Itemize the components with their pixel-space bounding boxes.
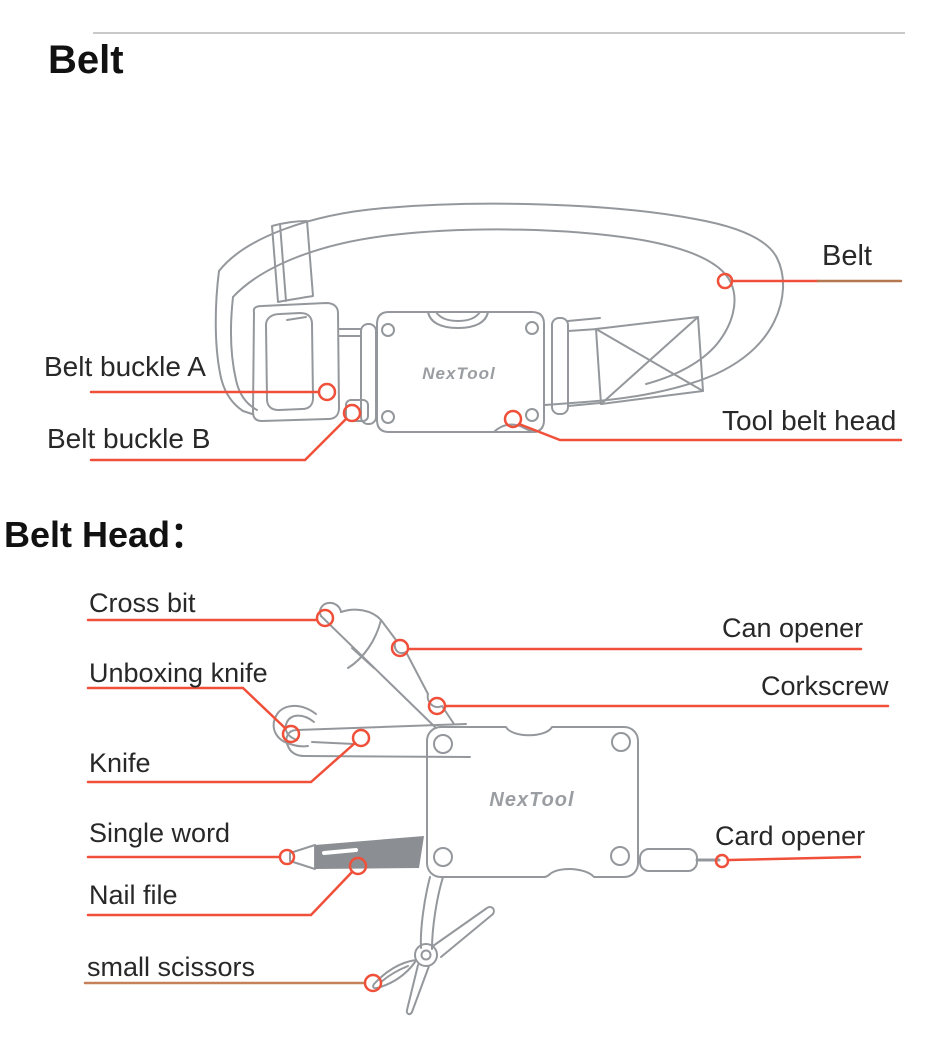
belt-callouts: [89, 272, 903, 462]
callout-circle-buckle-a: [317, 382, 337, 402]
tool-head-illustration: [272, 601, 721, 1016]
callout-circle-can-opener: [390, 638, 410, 658]
belt-buckle-a-tab: [286, 316, 307, 321]
knife-blade-bottom: [287, 745, 471, 758]
callout-circle-small-scissors: [363, 973, 383, 993]
belt-head-section-title: Belt Head：: [4, 514, 207, 555]
label-cross-bit: Cross bit: [89, 588, 196, 618]
callout-circle-card-opener: [714, 853, 730, 869]
scissors-arm-right: [431, 876, 444, 950]
label-belt-buckle-b: Belt buckle B: [47, 423, 211, 454]
label-unboxing-knife: Unboxing knife: [89, 658, 268, 688]
belt-illustration: [214, 202, 785, 433]
scissors-pivot-inner: [420, 949, 432, 961]
nail-file-slot: [322, 848, 358, 855]
strap-stub-top2: [567, 328, 599, 332]
top-divider-line: [93, 32, 905, 34]
tool-plate-top-notch-inner: [435, 311, 481, 322]
card-opener-stick: [639, 848, 698, 872]
can-opener-fin: [340, 608, 382, 669]
tool-screw-top-right: [611, 732, 631, 752]
strap-stub-top1: [567, 317, 601, 322]
callout-line-buckle-b: [89, 417, 348, 462]
tool-screw-top-left: [433, 734, 453, 754]
callout-circle-knife: [351, 728, 371, 748]
callout-line-nail-file: [86, 870, 354, 917]
label-single-word: Single word: [89, 818, 231, 848]
tool-head-callouts: [83, 608, 890, 993]
belt-keeper-inner-line: [279, 223, 287, 302]
tool-arm-left-edge: [320, 615, 437, 729]
strap-stub-bottom: [567, 402, 601, 407]
belt-band-left-inner: [230, 296, 258, 411]
belt-x-patch-diag2: [600, 316, 699, 405]
nextool-logo-belt: NexTool: [422, 364, 496, 383]
callout-circle-single-word: [278, 848, 296, 866]
callout-line-tool-belt-head: [517, 422, 903, 442]
belt-buckle-a-outer: [252, 302, 340, 422]
belt-band-outer: [218, 202, 785, 406]
scissors-closed-blade: [405, 964, 430, 1016]
belt-buckle-b-latch: [345, 399, 369, 422]
scissors-leaf-blade: [372, 959, 417, 990]
label-can-opener: Can opener: [722, 613, 864, 643]
plate-screw-bottom-right: [525, 408, 539, 422]
callout-line-unboxing-knife: [86, 686, 287, 730]
label-tool-belt-head: Tool belt head: [722, 405, 897, 436]
belt-buckle-a-inner: [265, 312, 314, 411]
tool-arm-slit: [351, 647, 375, 669]
belt-band-inner: [232, 228, 736, 385]
callout-circle-unboxing-knife: [281, 724, 301, 744]
label-small-scissors: small scissors: [87, 952, 256, 982]
label-belt-buckle-a: Belt buckle A: [44, 351, 206, 382]
scissors-open-blade: [432, 905, 495, 958]
tool-screw-bottom-right: [610, 846, 630, 866]
label-card-opener: Card opener: [715, 821, 866, 851]
callout-line-knife: [86, 741, 357, 784]
tool-plate-top-notch-outer: [427, 311, 489, 329]
plate-right-rail: [551, 317, 569, 415]
belt-section-title: Belt: [48, 38, 124, 82]
callout-line-card-opener: [727, 855, 862, 862]
callout-circle-cross-bit: [315, 608, 335, 628]
scissors-leaf-slit: [380, 965, 409, 983]
tool-screw-bottom-left: [433, 847, 453, 867]
plate-screw-top-left: [381, 323, 395, 337]
unboxing-knife-hook-inner: [284, 714, 315, 741]
nextool-logo-tool: NexTool: [489, 789, 574, 811]
belt-keeper-loop: [271, 220, 314, 303]
plate-screw-top-right: [525, 321, 539, 335]
label-belt: Belt: [822, 240, 872, 272]
label-nail-file: Nail file: [89, 880, 178, 910]
unboxing-knife-hook-outer: [272, 705, 317, 748]
label-corkscrew: Corkscrew: [761, 671, 889, 701]
callout-circle-tool-belt-head: [503, 409, 523, 429]
tool-arm-right-edge: [380, 619, 455, 725]
scissors-pivot-outer: [414, 943, 438, 967]
tool-plate-bottom-wave: [493, 423, 537, 433]
belt-band-left-outer: [214, 270, 253, 415]
callout-circle-nail-file: [348, 856, 368, 876]
scissors-arm-left: [419, 876, 431, 949]
plate-screw-bottom-left: [381, 410, 395, 424]
callout-circle-buckle-b: [342, 403, 362, 423]
tool-body: [426, 726, 639, 878]
label-knife: Knife: [89, 748, 151, 778]
knife-nail-nick: [311, 741, 355, 745]
nail-file-surface: [315, 836, 424, 869]
